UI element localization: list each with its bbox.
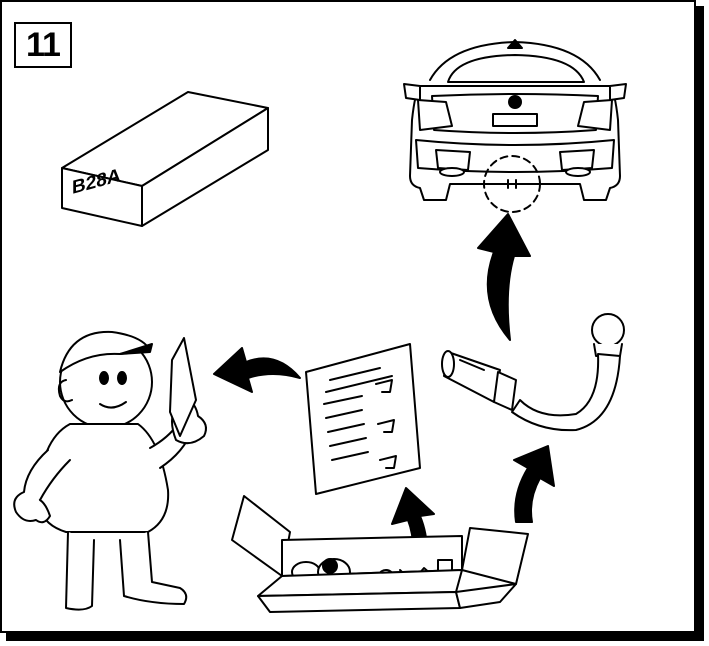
tow-ball-icon (442, 314, 624, 430)
car-rear-icon (404, 40, 626, 212)
curved-arrow-icon (514, 446, 554, 522)
step-number: 11 (14, 22, 72, 68)
parts-box-icon (62, 92, 268, 226)
instruction-sheet-icon (306, 344, 420, 494)
curved-arrow-icon (214, 348, 300, 392)
packaging-box-icon (232, 496, 528, 612)
curved-arrow-icon (478, 214, 530, 340)
installer-figure-icon (14, 332, 206, 610)
